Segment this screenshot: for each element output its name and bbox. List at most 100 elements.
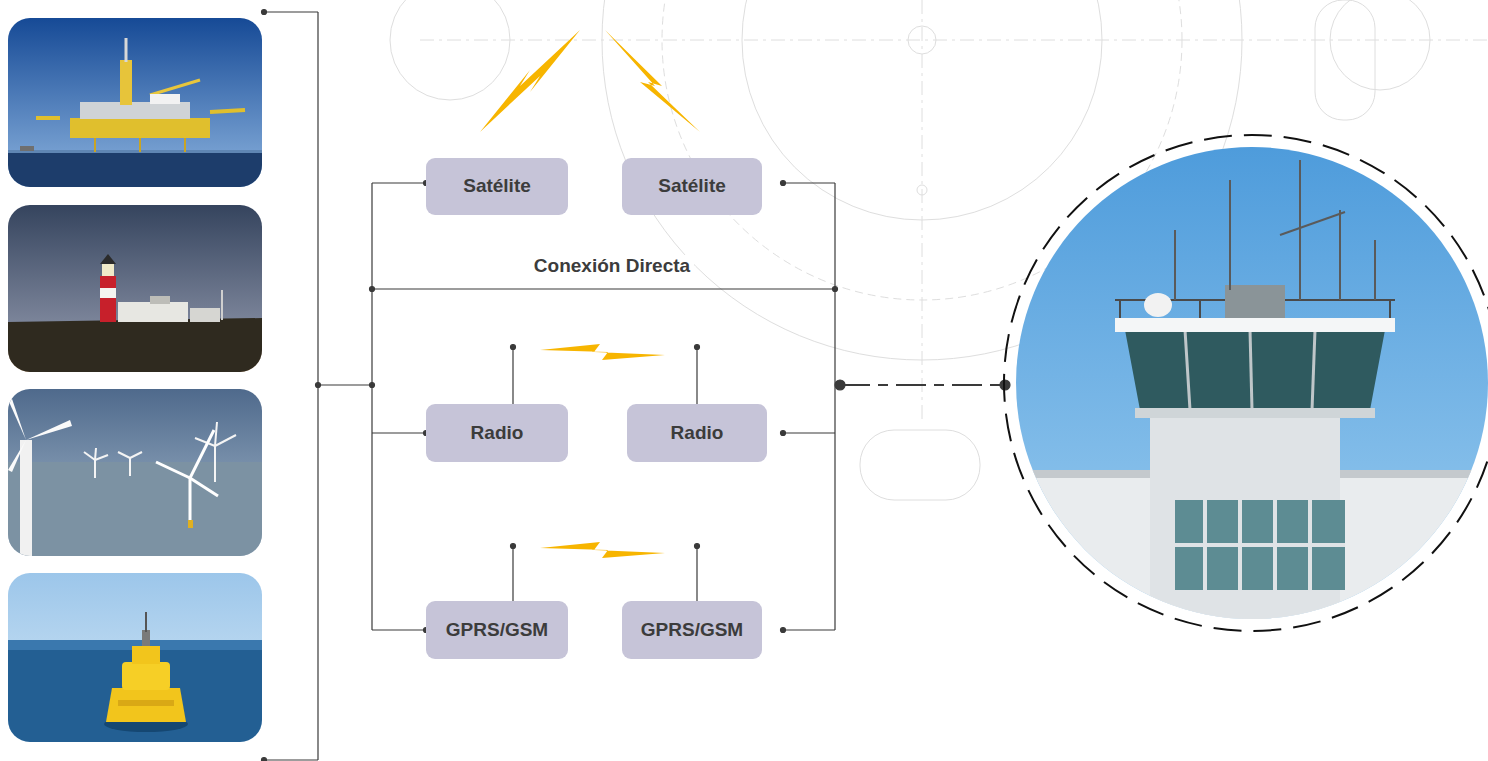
control-tower-photo-part-part	[1144, 293, 1172, 317]
oil-platform-photo-part	[95, 136, 185, 152]
oil-platform-photo-part	[150, 94, 180, 104]
oil-platform-photo-part-part	[139, 136, 141, 152]
connection-lines-part	[372, 432, 426, 433]
lighthouse-photo-part	[100, 276, 116, 322]
lighthouse-photo-part	[221, 290, 223, 320]
control-tower-photo-part-part	[1135, 408, 1375, 418]
buoy-photo-part	[118, 700, 174, 706]
connection-lines-part	[316, 383, 321, 388]
oil-platform-photo-part	[70, 118, 210, 138]
control-tower-photo-part-part	[1010, 140, 1488, 630]
oil-platform-photo-part	[210, 110, 245, 112]
connection-lines-part	[372, 629, 426, 630]
connection-lines-part	[781, 431, 786, 436]
wind-turbine-photo-part-part	[118, 452, 130, 458]
wind-turbine-photo-part	[20, 440, 32, 556]
connection-lines-part	[372, 182, 426, 183]
connection-lines-part	[840, 384, 1005, 386]
wind-turbine-photo-part-part	[94, 460, 96, 478]
control-tower-photo-part-part	[1185, 330, 1315, 410]
connection-lines-part	[783, 182, 835, 183]
control-tower-photo-part-part-part	[1175, 543, 1345, 547]
connection-lines-part	[262, 10, 267, 15]
wind-turbine-photo-part-part	[215, 422, 217, 446]
connection-lines-part	[262, 758, 267, 761]
control-tower-photo-part	[1004, 135, 1488, 631]
connection-lines-part	[695, 345, 700, 350]
control-tower-photo-part-part-part	[1199, 300, 1201, 318]
lighthouse-photo-part	[100, 254, 116, 264]
link-box: Radio	[627, 404, 767, 462]
wind-turbine-photo-part-part	[214, 446, 216, 482]
oil-platform-photo-part	[8, 18, 262, 187]
connection-lines-part	[318, 384, 372, 385]
buoy-photo-part	[145, 612, 147, 632]
connection-lines-part	[696, 546, 697, 601]
wind-turbine-photo-part	[8, 440, 26, 472]
buoy-photo-part	[132, 646, 160, 664]
oil-platform-photo-part	[125, 38, 128, 62]
connection-lines-part	[264, 759, 318, 760]
connection-lines-part	[370, 287, 375, 292]
control-tower-photo-part-part-part	[1174, 230, 1176, 300]
wind-turbine-photo-part-part	[129, 458, 131, 476]
blueprint-background-part	[1315, 0, 1375, 120]
box-label: GPRS/GSM	[641, 619, 743, 642]
lighthouse-photo-part	[8, 318, 262, 372]
connection-lines-part	[511, 544, 516, 549]
lighthouse-photo-part	[150, 296, 170, 304]
control-tower-photo-part-part-part	[1374, 240, 1376, 300]
box-label: Radio	[471, 422, 524, 445]
connection-lines-part	[781, 628, 786, 633]
wind-turbine-photo-part-part	[190, 478, 218, 496]
connection-lines-part	[834, 183, 835, 630]
wireless-link-symbol	[480, 30, 700, 558]
control-tower-photo-part-part-part	[1250, 330, 1252, 410]
buoy-photo-part	[8, 640, 262, 742]
control-tower-photo-part-part	[1175, 500, 1345, 590]
control-tower-photo	[1004, 135, 1488, 631]
lighthouse-photo-part	[190, 308, 220, 322]
oil-platform-photo-part	[80, 102, 190, 119]
link-label: Conexión Directa	[530, 255, 694, 278]
control-tower-photo-part-part	[1225, 285, 1285, 318]
box-label: Radio	[671, 422, 724, 445]
buoy-photo-part	[142, 630, 150, 646]
link-box: Satélite	[622, 158, 762, 215]
buoy-photo-part	[122, 662, 170, 690]
lighthouse-photo	[8, 205, 262, 372]
box-label: GPRS/GSM	[446, 619, 548, 642]
wind-turbine-photo-part	[156, 430, 218, 522]
link-box: Satélite	[426, 158, 568, 215]
oil-platform-photo-part-part	[94, 136, 96, 152]
box-label: Satélite	[463, 175, 531, 198]
connection-lines	[262, 10, 1011, 761]
wireless-link-symbol-part	[540, 344, 665, 360]
connection-lines-part	[781, 181, 786, 186]
wind-turbine-photo-part	[26, 420, 72, 440]
control-tower-photo-part-part	[1115, 318, 1395, 332]
control-tower-photo-part-part	[1175, 160, 1375, 300]
wind-turbine-photo-part	[84, 422, 236, 482]
oil-platform-photo-part	[36, 116, 60, 120]
control-tower-photo-part-part-part	[1229, 180, 1231, 290]
control-tower-photo-part-part-part	[1299, 160, 1301, 300]
blueprint-background-part	[1330, 0, 1430, 90]
link-box: GPRS/GSM	[622, 601, 762, 659]
wind-turbine-photo-part	[188, 520, 193, 528]
connection-lines-part	[783, 629, 835, 630]
blueprint-background-part	[420, 40, 1488, 41]
oil-platform-photo-part	[8, 150, 262, 153]
wind-turbine-photo-part-part	[130, 452, 142, 458]
oil-platform-photo-part	[150, 80, 200, 95]
blueprint-background-part	[742, 0, 1102, 220]
connection-lines-part	[264, 11, 318, 12]
oil-platform-photo-part	[8, 150, 262, 187]
wind-turbine-photo-part-part	[156, 462, 190, 478]
wind-turbine-photo-part-part	[189, 478, 192, 522]
wind-turbine-photo-part-part	[95, 455, 108, 460]
blueprint-background-part	[922, 0, 923, 420]
oil-platform-photo-part	[20, 146, 34, 151]
wireless-link-symbol-part	[540, 542, 665, 558]
blueprint-background-part	[390, 0, 510, 100]
